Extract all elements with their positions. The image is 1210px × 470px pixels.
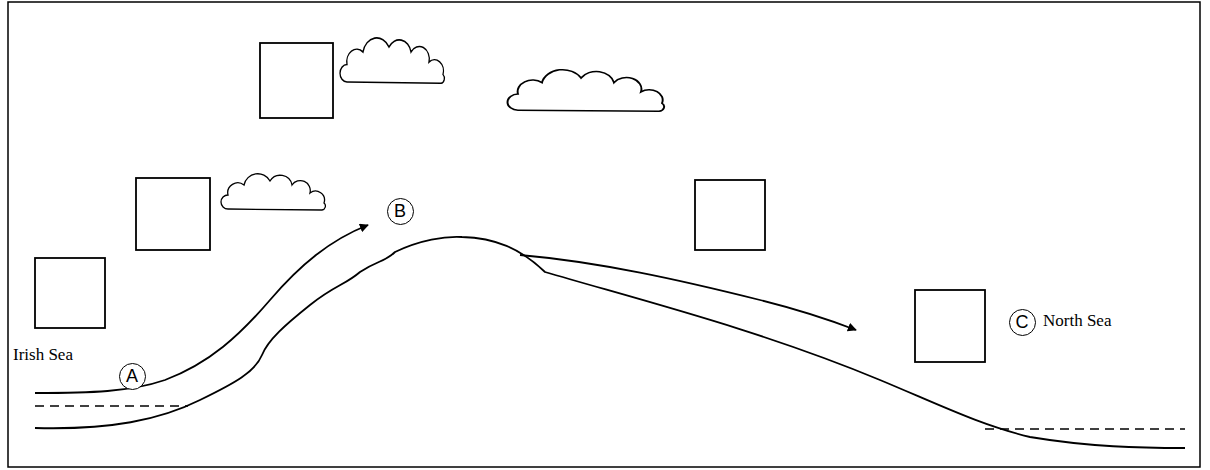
answer-box <box>136 178 210 250</box>
location-circle: A <box>119 363 146 390</box>
descending-air-arrow <box>520 255 856 330</box>
answer-box <box>260 43 333 118</box>
answer-box <box>35 258 105 328</box>
location-letter: A <box>126 367 138 385</box>
answer-box <box>695 180 765 250</box>
location-letter: C <box>1016 313 1029 331</box>
frame <box>8 2 1200 467</box>
sea-name: Irish Sea <box>13 346 73 365</box>
cloud <box>340 38 444 83</box>
clouds <box>221 38 664 210</box>
cloud <box>221 174 325 210</box>
sea-level <box>985 428 1185 430</box>
cloud <box>508 70 665 112</box>
hill-profile <box>35 237 1185 448</box>
location-letter: B <box>394 202 406 220</box>
rising-air-arrow <box>35 225 368 393</box>
answer-box <box>915 290 985 362</box>
sea-name: North Sea <box>1043 312 1111 331</box>
sea-level <box>35 405 188 407</box>
answer-boxes <box>35 43 985 362</box>
location-circle: B <box>387 198 414 225</box>
location-circle: C <box>1009 309 1036 336</box>
